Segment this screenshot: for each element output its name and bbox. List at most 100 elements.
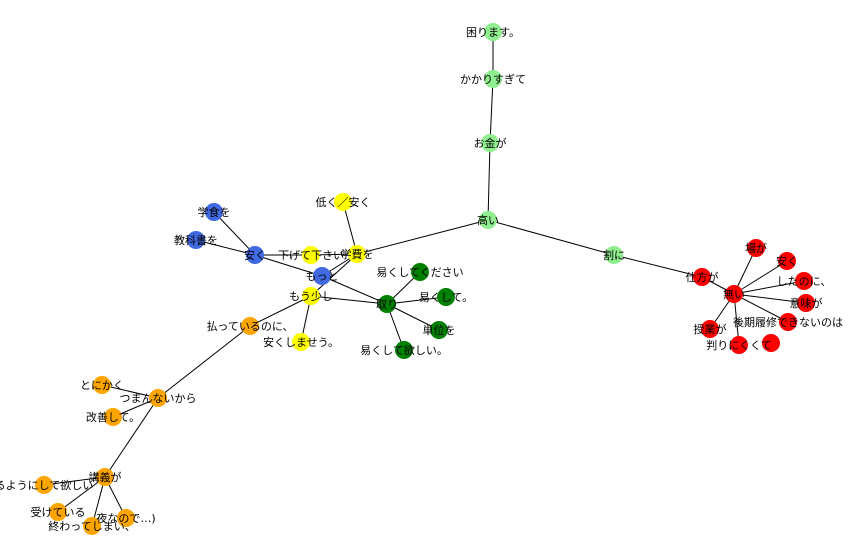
node-n_mousukoshi [302,287,320,305]
edge-n_kyokasho-n_yasuku [195,239,256,256]
node-label-n_yasukushimase: 安くしませう。 [263,335,339,349]
node-n_jugyo [701,320,719,338]
node-n_sagete [302,246,320,264]
node-n_kaizen [104,408,122,426]
node-label-n_tori: 取り [376,298,398,311]
node-label-n_tani: 単位を [423,323,456,337]
node-label-n_yasukushite: 易くして。 [419,291,473,304]
node-label-n_owatte: 終わってしまい、 [48,519,135,533]
node-n_tani [430,321,448,339]
edge-n_tori-n_yasukushite [386,296,447,305]
node-label-n_yasuku: 安く [244,248,266,262]
node-n_kyokasho [187,231,205,249]
node-label-n_yoru: 夜なので…) [96,511,155,525]
node-label-n_jugyo: 授業が [694,322,727,336]
node-n_yasukushite [437,288,455,306]
node-n_wari [605,246,623,264]
node-label-n_takai: 高い [477,213,499,227]
node-label-n_kougi: 講義が [89,470,122,484]
node-n_shikata [693,268,711,286]
node-n_tori [378,295,396,313]
node-label-n_kouki: 後期履修できないのは [733,315,843,329]
edge-n_haratte-n_tsumaranai [157,325,251,399]
node-label-n_baga: 場が [745,241,767,255]
node-label-n_haratte: 払っているのに、 [206,319,293,333]
node-label-n_gakushoku: 学食を [198,205,231,219]
edge-n_kougi-n_ukete [57,476,106,513]
edge-n_nai-n_kouki [733,293,789,323]
node-label-n_imiga: 意味が [790,296,823,310]
node-n_wakari-marker [762,334,780,352]
node-n_yoru [117,509,135,527]
node-label-n_ukete: 受けている [31,506,86,519]
labels-layer: 困ります。かかりすぎてお金が高い割に低く／安く学費を下げて下さいもう少し安くしま… [0,26,843,533]
node-label-n_gakuhi: 学費を [341,247,374,261]
node-label-n_kaizen: 改善して。 [86,410,140,424]
node-label-n_nai: 無い [723,287,745,301]
edge-n_nai-n_imiga [733,293,807,304]
node-n_okane [481,134,499,152]
edge-n_nai-n_shitanoni [733,280,805,295]
node-n_wakari [730,336,748,354]
node-label-n_sagete: 下げて下さい [278,249,344,262]
edge-n_tori-n_tani [386,303,440,331]
edge-n_takai-n_gakuhi [356,219,489,255]
node-label-n_tonikaku: とにかく [80,379,124,392]
node-n_kougi [96,468,114,486]
node-label-n_youni: るようにして欲しい [0,478,93,492]
edge-n_yasuku-n_motto [254,254,323,277]
node-label-n_yasuku2: 安く [776,254,798,268]
node-n_yasuku [246,246,264,264]
node-label-n_torikudasai: 易くしてください [376,266,463,279]
edge-n_tonikaku-n_tsumaranai [101,384,159,399]
node-n_kakari [484,70,502,88]
node-n_tonikaku [93,376,111,394]
node-label-n_shitanoni: したのに、 [777,275,832,288]
node-n_tsumaranai [149,389,167,407]
edge-n_gakuhi-n_mousukoshi [310,253,358,297]
edge-n_gakushoku-n_yasuku [213,211,256,256]
node-label-n_mousukoshi: もう少し [289,290,333,303]
node-label-n_okane: お金が [474,136,507,150]
node-n_nai [725,285,743,303]
node-label-n_wakari: 判りにくくて [706,339,771,352]
node-n_motto [313,267,331,285]
node-n_komari [484,23,502,41]
node-n_yasuku2 [778,252,796,270]
node-label-n_shikata: 仕方が [686,270,719,284]
node-n_baga [747,239,765,257]
node-n_gakushoku [205,203,223,221]
node-n_torikudasai [411,263,429,281]
node-label-n_kakari: かかりすぎて [460,72,526,86]
edge-n_wari-n_shikata [613,254,703,278]
node-label-n_tsumaranai: つまんないから [120,392,197,405]
node-n_imiga [797,294,815,312]
edge-n_mousukoshi-n_haratte [249,295,312,327]
node-n_takai [479,211,497,229]
edge-n_kougi-n_youni [43,476,106,486]
node-n_youni [35,476,53,494]
node-n_hikuku [334,193,352,211]
node-n_shitanoni [795,272,813,290]
edge-n_tsumaranai-n_kougi [104,397,159,478]
node-label-n_kyokasho: 教科書を [174,233,218,247]
node-n_ukete [49,503,67,521]
node-n_yasukushimase [292,333,310,351]
node-label-n_wari: 割に [603,248,625,262]
edge-n_takai-n_wari [487,219,615,256]
node-n_gakuhi [348,245,366,263]
node-n_kouki [779,313,797,331]
edge-n_mousukoshi-n_tori [310,295,388,305]
edge-n_kakari-n_okane [489,78,494,144]
node-label-n_hoshii: 易くして欲しい。 [360,343,448,357]
node-n_hoshii [395,341,413,359]
node-label-n_motto: もっと [306,270,339,283]
edge-n_nai-n_yasuku2 [733,260,788,295]
edge-n_motto-n_tori [321,275,388,305]
nodes-layer [35,23,815,535]
node-n_haratte [241,317,259,335]
edge-n_okane-n_takai [487,142,491,221]
node-label-n_hikuku: 低く／安く [316,195,371,209]
node-n_owatte [83,517,101,535]
